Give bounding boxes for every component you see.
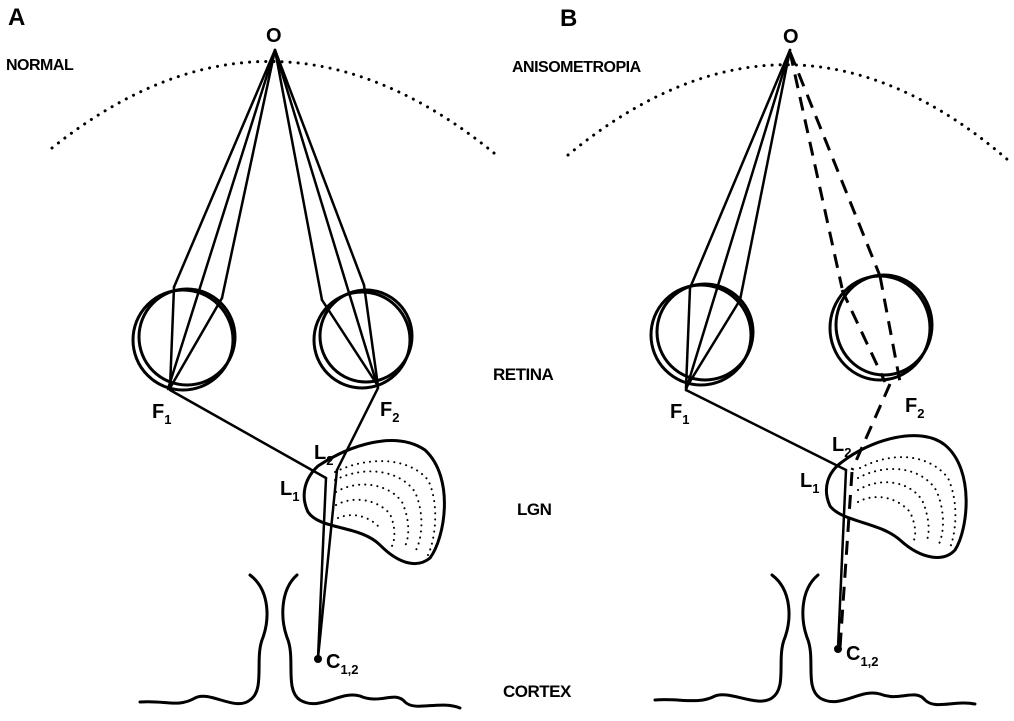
- radiation-left: [318, 478, 326, 658]
- optic-pathway-left: [686, 390, 846, 470]
- radiation-right: [318, 470, 337, 658]
- ray-dashed: [790, 52, 842, 288]
- retina-layer-label: RETINA: [493, 365, 554, 384]
- visual-field-arc: [52, 61, 500, 158]
- panel-a: A NORMAL O F1 F2: [6, 4, 500, 708]
- panel-a-condition-label: NORMAL: [6, 57, 74, 74]
- ray: [686, 50, 790, 390]
- ray: [690, 50, 790, 288]
- ray: [174, 50, 275, 287]
- optic-pathway-left: [170, 390, 326, 478]
- ray: [275, 50, 364, 285]
- optic-pathway-right-dashed: [852, 384, 890, 470]
- lgn-right-label: L2: [832, 434, 851, 460]
- fovea-left-label: F1: [670, 401, 689, 427]
- lgn-layer-label: LGN: [517, 500, 552, 519]
- cortex-point-label: C1,2: [326, 651, 359, 677]
- lgn-left-label: L1: [280, 478, 299, 504]
- cortex-layer-label: CORTEX: [503, 682, 572, 701]
- visual-field-arc: [568, 65, 1008, 160]
- lgn-left-label: L1: [800, 470, 819, 496]
- optic-pathway-right: [337, 388, 378, 470]
- fovea-right-label: F2: [380, 399, 399, 425]
- cortex-folds: [655, 575, 975, 705]
- ray: [222, 50, 275, 298]
- ray: [740, 50, 790, 300]
- right-eye: [830, 275, 932, 380]
- ray: [275, 50, 378, 388]
- object-point-label: O: [783, 26, 799, 48]
- cortex-point: [834, 645, 842, 653]
- cortex-point-label: C1,2: [846, 643, 879, 669]
- ray: [275, 50, 322, 300]
- fovea-right-label: F2: [905, 395, 924, 421]
- object-point-label: O: [266, 25, 282, 47]
- ray-dashed: [880, 276, 900, 382]
- ray: [168, 50, 275, 389]
- panel-b: B ANISOMETROPIA O F1 F2: [512, 5, 1008, 705]
- panel-b-letter: B: [560, 5, 577, 32]
- cortex-folds: [140, 575, 460, 708]
- cortex-point: [314, 655, 322, 663]
- panel-a-letter: A: [8, 4, 25, 31]
- panel-b-condition-label: ANISOMETROPIA: [512, 59, 642, 76]
- ray-dashed: [790, 52, 880, 276]
- fovea-left-label: F1: [152, 401, 171, 427]
